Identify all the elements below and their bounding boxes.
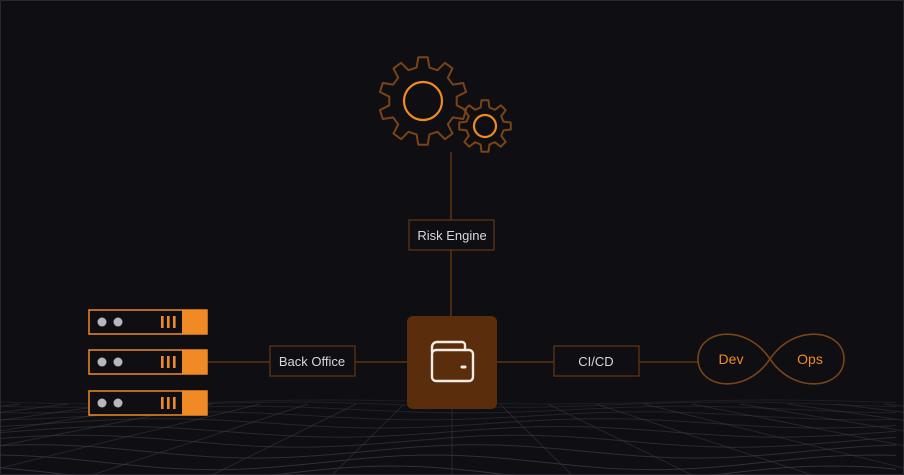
server-unit [88, 349, 208, 375]
connectors [207, 152, 698, 363]
grid-ray-line [0, 403, 261, 469]
grid-wave-line [0, 418, 897, 429]
cicd-node: CI/CD [553, 345, 640, 377]
large-gear-icon [378, 56, 468, 146]
grid-ray-line [787, 403, 904, 421]
small-gear-icon [458, 99, 512, 153]
grid-ray-line [643, 403, 904, 469]
grid-ray-line [211, 403, 357, 475]
grid-ray-line [0, 403, 213, 447]
grid-ray-line [91, 403, 309, 475]
grid-ray-line [739, 403, 904, 432]
grid-ray-line [547, 403, 693, 475]
server-unit [88, 390, 208, 416]
risk-engine-label: Risk Engine [417, 228, 486, 243]
gear-outline [458, 99, 512, 153]
grid-wave-line [0, 465, 897, 475]
grid-wave-line [0, 454, 897, 471]
grid-wave-line [0, 425, 897, 438]
hub-node [407, 316, 497, 409]
grid-ray-line [691, 403, 904, 447]
server-unit [88, 309, 208, 335]
ops-label: Ops [797, 351, 823, 367]
back-office-label: Back Office [279, 354, 345, 369]
infinity-loop-icon: Dev Ops [697, 333, 845, 385]
gears-icon [378, 56, 512, 153]
dev-label: Dev [719, 351, 744, 367]
wallet-icon [430, 340, 475, 383]
cicd-label: CI/CD [578, 354, 613, 369]
server-rack-icon [88, 309, 208, 416]
small-gear-hub [472, 113, 498, 139]
grid-ray-line [595, 403, 813, 475]
risk-engine-node: Risk Engine [408, 219, 495, 251]
back-office-node: Back Office [269, 345, 356, 377]
grid-ray-line [499, 403, 573, 475]
large-gear-hub [402, 80, 444, 122]
gear-outline [378, 56, 468, 146]
grid-ray-line [331, 403, 405, 475]
grid-ray-line [0, 403, 117, 421]
grid-wave-line [0, 444, 897, 459]
grid-wave-line [0, 434, 897, 448]
grid-ray-line [0, 403, 165, 432]
